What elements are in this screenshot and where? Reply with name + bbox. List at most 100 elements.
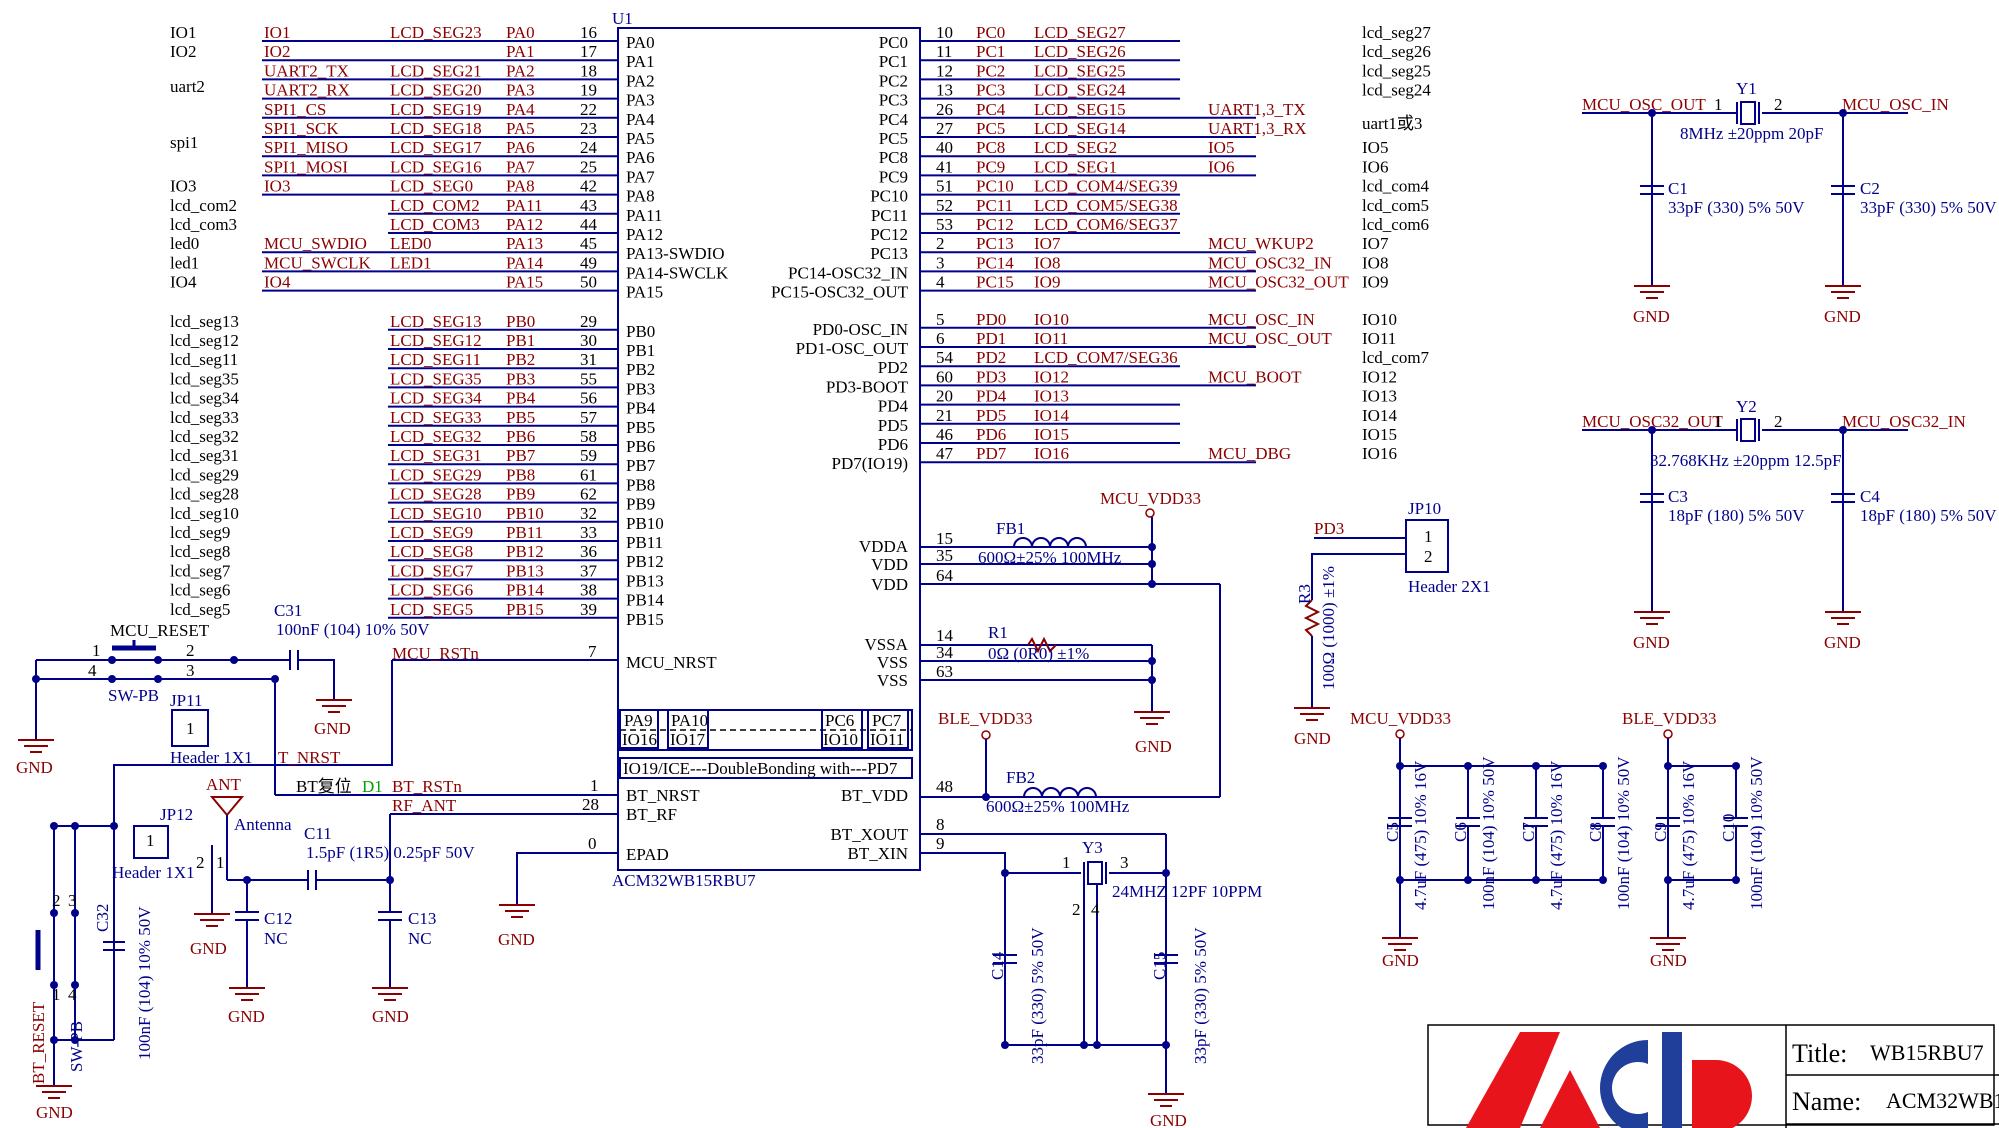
fb1-inductor xyxy=(1013,537,1087,548)
osc-out-label: MCU_OSC_OUT xyxy=(1582,95,1706,114)
alt-function-label-left: LCD_SEG16 xyxy=(390,157,482,176)
c4-value: 18pF (180) 5% 50V xyxy=(1860,506,1997,525)
pin-name-left: PA15 xyxy=(626,283,663,302)
pin-name-left: PB0 xyxy=(626,322,655,341)
net-label-right: IO16 xyxy=(1362,444,1397,463)
alt-function-label-left: LCD_SEG32 xyxy=(390,427,482,446)
alt-function-label-right: LCD_COM7/SEG36 xyxy=(1034,348,1178,367)
pin-number-left: 59 xyxy=(580,446,597,465)
signal-label-right: UART1,3_RX xyxy=(1208,119,1307,138)
y2-pin-2: 2 xyxy=(1774,412,1783,431)
alt-function-label-right: LCD_SEG27 xyxy=(1034,23,1126,42)
decap-ref: C9 xyxy=(1651,822,1670,842)
pin-name-bt-rf: BT_RF xyxy=(626,805,677,824)
gnd-c12-label: GND xyxy=(228,1007,265,1026)
antenna-symbol xyxy=(209,796,245,817)
c2-value: 33pF (330) 5% 50V xyxy=(1860,198,1997,217)
mcu-vdd33-label: MCU_VDD33 xyxy=(1100,489,1201,508)
signal-label-left: UART2_TX xyxy=(264,61,349,80)
net-label-right: lcd_com6 xyxy=(1362,215,1429,234)
dbond-io17: IO17 xyxy=(670,730,705,749)
pin-name-right: PC9 xyxy=(879,167,908,186)
u1-power-pins: VDDA 15 VDD 35 VDD 64 VSSA 14 VSS 34 VSS… xyxy=(859,529,1220,690)
pin-number-left: 42 xyxy=(580,177,597,196)
port-label-right: PD1 xyxy=(976,329,1006,348)
net-label-left: lcd_seg34 xyxy=(170,389,239,408)
alt-function-label-left: LCD_SEG6 xyxy=(390,581,473,600)
dbond-pa9: PA9 xyxy=(624,711,653,730)
port-label-right: PC15 xyxy=(976,273,1014,292)
net-label-left: lcd_seg12 xyxy=(170,331,239,350)
alt-function-label-right: LCD_SEG1 xyxy=(1034,157,1117,176)
alt-function-label-right: IO10 xyxy=(1034,310,1069,329)
pin-name-left: PB13 xyxy=(626,571,664,590)
gnd-c4-label: GND xyxy=(1824,633,1861,652)
alt-function-label-left: LED1 xyxy=(390,253,432,272)
port-label-left: PB10 xyxy=(506,504,544,523)
alt-function-label-right: LCD_SEG15 xyxy=(1034,100,1126,119)
y3-value: 24MHZ 12PF 10PPM xyxy=(1112,882,1262,901)
net-label-left: lcd_com3 xyxy=(170,215,237,234)
port-label-left: PB3 xyxy=(506,369,535,388)
pin-number-left: 45 xyxy=(580,234,597,253)
pin-name-vdd35: VDD xyxy=(871,555,908,574)
gnd-ant-symbol: GND xyxy=(190,913,230,958)
pin-number-left: 24 xyxy=(580,138,598,157)
port-label-right: PC0 xyxy=(976,23,1005,42)
pin-number-right: 41 xyxy=(936,157,953,176)
gnd-r3-label: GND xyxy=(1294,729,1331,748)
port-label-left: PB0 xyxy=(506,312,535,331)
sw-pin-3: 3 xyxy=(186,661,195,680)
u1-part-number: ACM32WB15RBU7 xyxy=(612,871,756,890)
group-label-uart1: uart1或3 xyxy=(1362,114,1422,133)
pin-name-right: PD4 xyxy=(878,397,909,416)
pin-name-left: PA5 xyxy=(626,129,655,148)
junction-dot xyxy=(1664,876,1672,884)
pin-name-left: PA4 xyxy=(626,110,655,129)
boot-circuit: PD3 1 2 JP10 Header 2X1 R3 100Ω (1000) ±… xyxy=(1294,499,1491,748)
pin-name-left: PA7 xyxy=(626,167,655,186)
alt-function-label-left: LCD_COM2 xyxy=(390,196,480,215)
pin-name-right: PD1-OSC_OUT xyxy=(796,339,909,358)
port-label-left: PA4 xyxy=(506,100,535,119)
net-label-left: lcd_seg11 xyxy=(170,350,238,369)
net-label-left: lcd_seg6 xyxy=(170,581,230,600)
c2-ref: C2 xyxy=(1860,179,1880,198)
junction-dot xyxy=(1464,762,1472,770)
alt-function-label-left: LCD_SEG29 xyxy=(390,465,482,484)
port-label-left: PA13 xyxy=(506,234,543,253)
jp11-ref: JP11 xyxy=(170,691,202,710)
net-label-right: lcd_seg24 xyxy=(1362,81,1431,100)
net-label-right: IO9 xyxy=(1362,273,1388,292)
sw-pin-4: 4 xyxy=(88,661,97,680)
gnd-c3-label: GND xyxy=(1633,633,1670,652)
gnd-ant-label: GND xyxy=(190,939,227,958)
port-label-right: PD0 xyxy=(976,310,1006,329)
alt-function-label-left: LCD_SEG10 xyxy=(390,504,482,523)
c3-value: 18pF (180) 5% 50V xyxy=(1668,506,1805,525)
junction-dot xyxy=(1732,762,1740,770)
port-label-left: PA1 xyxy=(506,42,535,61)
pin-number-right: 27 xyxy=(936,119,954,138)
alt-function-label-left: LCD_SEG21 xyxy=(390,61,482,80)
u1-body xyxy=(617,27,921,871)
alt-function-label-right: IO14 xyxy=(1034,406,1069,425)
signal-label-right: UART1,3_TX xyxy=(1208,100,1306,119)
u1-bt-pins: MCU_NRST 7 BT_NRST 1 BT_RF 28 EPAD 0 BT_… xyxy=(275,642,1220,905)
port-label-right: PD6 xyxy=(976,425,1006,444)
jp12-ref: JP12 xyxy=(160,805,193,824)
dbond-pa10: PA10 xyxy=(671,711,708,730)
y2-crystal xyxy=(1740,418,1756,442)
pin-number-left: 43 xyxy=(580,196,597,215)
t-nrst-label: T_NRST xyxy=(278,748,341,767)
net-label-left: led0 xyxy=(170,234,199,253)
pin-num-7: 7 xyxy=(588,642,597,661)
pin-num-14: 14 xyxy=(936,626,954,645)
pin-name-left: PB5 xyxy=(626,418,655,437)
pin-name-left: PB14 xyxy=(626,591,664,610)
r3-ref: R3 xyxy=(1295,584,1314,604)
y1-pin-1: 1 xyxy=(1714,95,1723,114)
signal-label-right: MCU_WKUP2 xyxy=(1208,234,1314,253)
